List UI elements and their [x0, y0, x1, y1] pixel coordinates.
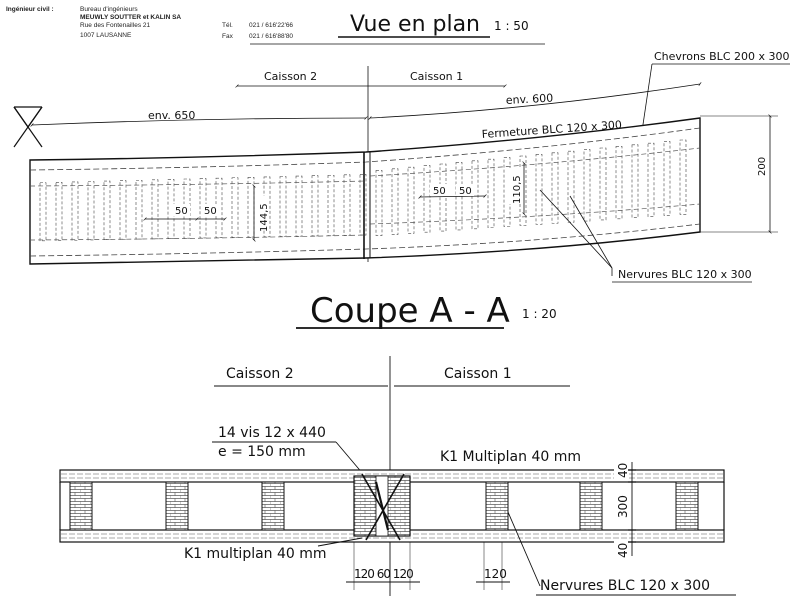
section-dim-bottom-group: 120 60 120	[354, 567, 413, 581]
section-dim-40-top: 40	[616, 463, 630, 478]
section-title: Coupe A - A	[310, 291, 510, 331]
section-spacing-label: e = 150 mm	[218, 444, 306, 460]
section-rib	[675, 481, 699, 531]
plan-caisson2-label: Caisson 2	[264, 70, 317, 83]
plan-dim-1445: 144,5	[259, 203, 270, 232]
plan-env-right-dim	[368, 82, 702, 120]
plan-scale: 1 : 50	[494, 19, 529, 33]
plan-nervures-leader-1	[539, 189, 613, 269]
section-dim-300: 300	[616, 495, 630, 518]
plan-rib	[231, 177, 239, 238]
plan-rib	[119, 180, 127, 240]
section-top-plate-label: K1 Multiplan 40 mm	[440, 449, 581, 465]
plan-rib	[535, 154, 543, 225]
plan-dim-50-c: 50	[433, 186, 446, 197]
section-caisson1-label: Caisson 1	[444, 366, 512, 382]
firm-name: MEUWLY SOUTTER et KALIN SA	[80, 14, 182, 21]
plan-rib	[39, 182, 47, 242]
section-rib	[165, 481, 189, 531]
plan-rib	[327, 174, 335, 236]
plan-rib	[663, 141, 671, 216]
section-rib	[261, 481, 285, 531]
plan-rib	[279, 176, 287, 237]
plan-rib	[359, 174, 367, 236]
section-rib	[69, 481, 93, 531]
plan-rib	[551, 152, 559, 224]
plan-rib	[343, 174, 351, 236]
section-rib	[579, 481, 603, 531]
plan-inner-top-edge	[29, 127, 701, 171]
engineer-label: Ingénieur civil :	[6, 6, 54, 13]
plan-env-right-text: env. 600	[505, 92, 553, 107]
plan-rib	[567, 150, 575, 223]
orientation-symbol	[13, 106, 43, 148]
plan-rib	[311, 175, 319, 237]
plan-rib	[71, 181, 79, 241]
plan-rib	[583, 149, 591, 222]
plan-dim-50-right-line	[418, 194, 487, 199]
plan-title: Vue en plan	[350, 12, 480, 37]
plan-rib	[407, 166, 415, 234]
section-nervures-label: Nervures BLC 120 x 300	[540, 578, 710, 594]
plan-rib	[295, 175, 303, 237]
plan-dim-50-d: 50	[459, 186, 472, 197]
plan-dim-50-b: 50	[204, 206, 217, 217]
plan-chevron-lines	[29, 147, 701, 241]
plan-rib	[631, 144, 639, 218]
firm-street: Rue des Fontenailles 21	[80, 22, 151, 29]
plan-dim-200: 200	[757, 157, 768, 176]
fax-value: 021 / 616'88'80	[249, 33, 294, 40]
section-screw-2	[365, 473, 405, 541]
section-bottom-plate-label: K1 multiplan 40 mm	[184, 546, 327, 562]
section-screw-1	[361, 473, 401, 541]
section-rib	[485, 481, 509, 531]
plan-rib	[423, 165, 431, 233]
firm-city: 1007 LAUSANNE	[80, 32, 132, 39]
section-scale: 1 : 20	[522, 307, 557, 321]
plan-inner-bottom-edge	[29, 223, 701, 257]
section-screw-core	[374, 481, 390, 531]
section-ribs	[69, 481, 699, 531]
tel-label: Tél.	[222, 22, 233, 29]
plan-deck-outline	[29, 117, 701, 265]
plan-rib	[679, 139, 687, 215]
section-caisson2-label: Caisson 2	[226, 366, 294, 382]
plan-rib	[103, 180, 111, 240]
plan-nervures-leader-2	[569, 195, 613, 269]
plan-rib	[391, 168, 399, 235]
plan-rib	[647, 142, 655, 217]
plan-rib	[455, 162, 463, 231]
plan-chevrons-label: Chevrons BLC 200 x 300	[654, 50, 790, 63]
section-view: Coupe A - A 1 : 20 Caisson 2 Caisson 1 1…	[59, 291, 736, 596]
plan-ribs	[39, 139, 687, 242]
plan-rib	[151, 179, 159, 240]
plan-rib	[375, 170, 383, 236]
section-dim-40-bottom: 40	[616, 543, 630, 558]
plan-dim-1105: 110,5	[512, 175, 523, 204]
plan-dim-50-a: 50	[175, 206, 188, 217]
fax-label: Fax	[222, 33, 233, 40]
plan-rib	[615, 146, 623, 220]
tel-value: 021 / 616'22'66	[249, 22, 294, 29]
section-bottom-plate-leader	[317, 537, 363, 547]
plan-env-left-text: env. 650	[148, 109, 195, 122]
plan-rib	[487, 158, 495, 229]
office-line: Bureau d'ingénieurs	[80, 6, 138, 13]
plan-nervures-label: Nervures BLC 120 x 300	[618, 268, 752, 281]
plan-rib	[135, 179, 143, 240]
section-dim-bottom-single: 120	[484, 567, 507, 581]
plan-env-left-dim	[30, 116, 368, 127]
plan-view: Vue en plan 1 : 50 Caisson 2 Caisson 1 C…	[13, 12, 790, 283]
plan-rib	[599, 147, 607, 221]
plan-rib	[87, 181, 95, 241]
plan-caisson1-label: Caisson 1	[410, 70, 463, 83]
section-nervures-leader	[507, 511, 541, 587]
plan-rib	[55, 182, 63, 241]
section-screws-label: 14 vis 12 x 440	[218, 425, 326, 441]
